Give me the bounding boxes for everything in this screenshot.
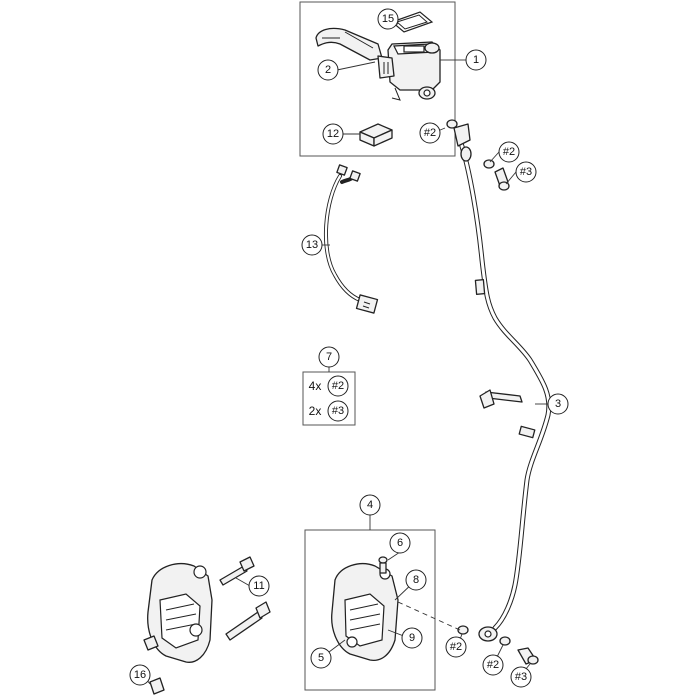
svg-text:4: 4 — [367, 499, 373, 511]
callout-16: 16 — [129, 664, 151, 686]
svg-text:5: 5 — [318, 652, 324, 664]
kit-row-2-qty: 2x — [309, 404, 322, 418]
kit-row-1-qty: 4x — [309, 379, 322, 393]
svg-text:#2: #2 — [503, 146, 515, 158]
brake-switch — [359, 123, 393, 147]
callout-7: 7 — [318, 346, 340, 368]
master-cylinder-group-box — [299, 1, 456, 157]
svg-text:2: 2 — [325, 64, 331, 76]
svg-text:1: 1 — [473, 54, 479, 66]
svg-text:#2: #2 — [424, 127, 436, 139]
bottom-washer-bolt — [457, 625, 539, 665]
svg-text:9: 9 — [409, 632, 415, 644]
callout-9: 9 — [401, 627, 423, 649]
svg-text:8: 8 — [413, 574, 419, 586]
callout-12: 12 — [322, 123, 344, 145]
kit-row-1: 4x #2 — [309, 375, 349, 397]
svg-text:7: 7 — [326, 351, 332, 363]
callout-hash2-bottom-a: #2 — [445, 636, 467, 658]
svg-text:#3: #3 — [520, 166, 532, 178]
brake-hose — [453, 123, 552, 642]
callout-1: 1 — [465, 49, 487, 71]
brake-light-cable — [324, 164, 379, 314]
callout-4: 4 — [359, 494, 381, 516]
svg-text:3: 3 — [555, 398, 561, 410]
svg-text:#2: #2 — [487, 659, 499, 671]
svg-text:6: 6 — [397, 537, 403, 549]
reservoir-gasket — [390, 11, 434, 33]
svg-text:#3: #3 — [515, 671, 527, 683]
svg-text:12: 12 — [327, 128, 339, 140]
callout-5: 5 — [310, 647, 332, 669]
leader-lines — [142, 21, 548, 685]
callout-8: 8 — [405, 569, 427, 591]
callout-3: 3 — [547, 393, 569, 415]
svg-text:16: 16 — [134, 669, 146, 681]
callout-hash2-top-a: #2 — [419, 122, 441, 144]
callout-15: 15 — [377, 8, 399, 30]
caliper-assembly-left — [143, 556, 271, 695]
kit-row-2: 2x #3 — [309, 400, 349, 422]
callout-2: 2 — [317, 59, 339, 81]
callout-13: 13 — [301, 234, 323, 256]
svg-text:15: 15 — [382, 13, 394, 25]
svg-text:13: 13 — [306, 239, 318, 251]
brake-caliper — [331, 556, 399, 662]
svg-text:11: 11 — [253, 580, 264, 592]
callout-6: 6 — [389, 532, 411, 554]
kit-row-2-ref: #3 — [332, 405, 344, 417]
callout-hash3-top: #3 — [515, 161, 537, 183]
callout-hash2-bottom-b: #2 — [482, 654, 504, 676]
callout-hash3-bottom: #3 — [510, 666, 532, 688]
callout-11: 11 — [248, 575, 270, 597]
callout-hash2-top-b: #2 — [498, 141, 520, 163]
kit-row-1-ref: #2 — [332, 380, 344, 392]
master-cylinder — [315, 27, 441, 101]
svg-text:#2: #2 — [450, 641, 462, 653]
